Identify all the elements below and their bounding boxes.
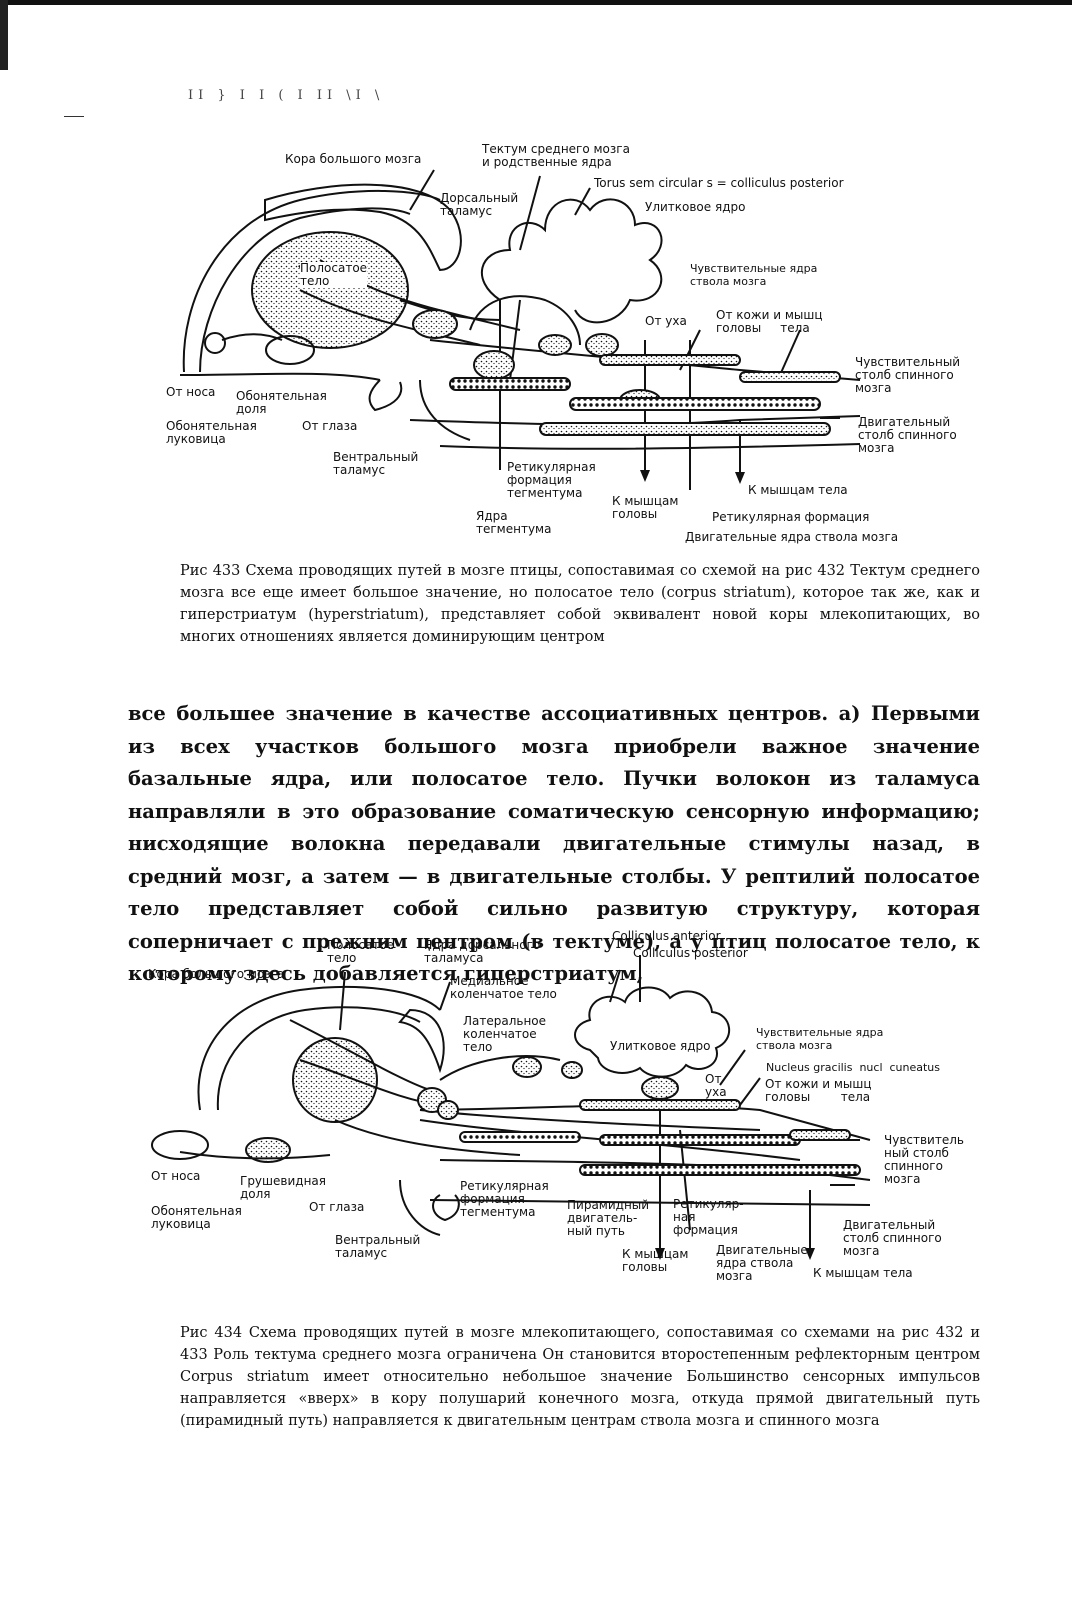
label-ventral-thalamus: Вентральный таламус xyxy=(333,450,419,477)
label-reticular-tegmentum: Ретикулярная формация тегментума xyxy=(460,1179,549,1219)
running-head: ІІ } І І ( І ІІ \І \ xyxy=(188,88,385,103)
figure-434-drawing xyxy=(151,955,871,1260)
label-piriform: Грушевидная доля xyxy=(240,1174,326,1201)
label-from-skin: От кожи и мышц головы тела xyxy=(716,308,823,335)
label-dorsal-thalamus: Дорсальный таламус xyxy=(440,191,519,218)
label-sensory-nuclei: Чувствительные ядра ствола мозга xyxy=(690,262,818,288)
label-tegmentum-nuclei: Ядра тегментума xyxy=(476,509,552,536)
label-cochlear: Улитковое ядро xyxy=(645,200,746,214)
label-from-ear: От уха xyxy=(645,314,687,328)
label-to-body-muscles: К мышцам тела xyxy=(813,1266,913,1280)
label-from-eye: От глаза xyxy=(309,1200,365,1214)
label-reticular: Ретикуляр- ная формация xyxy=(673,1197,744,1237)
label-from-skin: От кожи и мышц головы тела xyxy=(765,1077,872,1104)
label-motor-nuclei: Двигательные ядра ствола мозга xyxy=(716,1243,808,1283)
label-ventral-thalamus: Вентральный таламус xyxy=(335,1233,421,1260)
label-torus: Torus sem circular s = colliculus poster… xyxy=(594,176,844,190)
label-to-head-muscles: К мышцам головы xyxy=(622,1247,689,1274)
label-sensory-nuclei: Чувствительные ядра ствола мозга xyxy=(756,1026,884,1052)
label-tectum: Тектум среднего мозга и родственные ядра xyxy=(482,142,630,169)
label-from-nose: От носа xyxy=(166,385,216,399)
label-sensory-column: Чувствительный столб спинного мозга xyxy=(855,355,961,395)
label-dorsal-thalamus-nuclei: Ядра дорсального таламуса xyxy=(424,938,541,965)
label-striatum: Полосатое тело xyxy=(300,261,368,288)
figure-434-caption: Рис 434 Схема проводящих путей в мозге м… xyxy=(180,1322,980,1432)
label-from-ear: От уха xyxy=(705,1072,727,1099)
label-colliculus-posterior: Colliculus posterior xyxy=(633,946,748,960)
label-motor-nuclei: Двигательные ядра ствола мозга xyxy=(685,530,899,544)
figure-434-caption-text: Схема проводящих путей в мозге млекопита… xyxy=(180,1325,980,1429)
label-striatum: Полосатое тело xyxy=(327,938,395,965)
label-reticular-tegmentum: Ретикулярная формация тегментума xyxy=(507,460,596,500)
label-gracilis: Nucleus gracilis nucl cuneatus xyxy=(766,1061,941,1074)
label-reticular: Ретикулярная формация xyxy=(712,510,870,524)
label-cortex: Кора большого мозга xyxy=(285,152,422,166)
label-to-body-muscles: К мышцам тела xyxy=(748,483,848,497)
figure-434-number: Рис 434 xyxy=(180,1325,243,1341)
body-paragraph: все большее значение в качестве ассоциат… xyxy=(128,702,980,985)
margin-mark xyxy=(64,116,84,117)
figure-433-caption-text: Схема проводящих путей в мозге птицы, со… xyxy=(180,563,980,645)
label-motor-column: Двигательный столб спинного мозга xyxy=(843,1218,942,1258)
figure-433-caption: Рис 433 Схема проводящих путей в мозге п… xyxy=(180,560,980,648)
label-medial-geniculate: Медиальное коленчатое тело xyxy=(450,974,557,1001)
scan-top-edge xyxy=(0,0,1072,5)
scan-left-edge xyxy=(0,0,8,70)
figure-433: Кора большого мозга Тектум среднего мозг… xyxy=(0,0,1072,560)
label-lateral-geniculate: Латеральное коленчатое тело xyxy=(463,1014,547,1054)
label-olfactory-bulb: Обонятельная луковица xyxy=(166,419,257,446)
label-from-nose: От носа xyxy=(151,1169,201,1183)
figure-433-number: Рис 433 xyxy=(180,563,241,579)
label-olfactory-bulb: Обонятельная луковица xyxy=(151,1204,242,1231)
label-motor-column: Двигательный столб спинного мозга xyxy=(858,415,957,455)
label-from-eye: От глаза xyxy=(302,419,358,433)
label-pyramidal: Пирамидный двигатель- ный путь xyxy=(567,1198,650,1238)
label-sensory-column: Чувствитель ный столб спинного мозга xyxy=(884,1133,964,1186)
figure-433-drawing xyxy=(179,169,861,490)
label-to-head-muscles: К мышцам головы xyxy=(612,494,679,521)
label-cochlear: Улитковое ядро xyxy=(610,1039,711,1053)
label-colliculus-anterior: Colliculus anterior xyxy=(612,929,721,943)
figure-434: Colliculus anterior Colliculus posterior… xyxy=(0,930,1072,1310)
label-olfactory-lobe: Обонятельная доля xyxy=(236,389,327,416)
label-cortex: Кора большого мозга xyxy=(148,967,285,981)
